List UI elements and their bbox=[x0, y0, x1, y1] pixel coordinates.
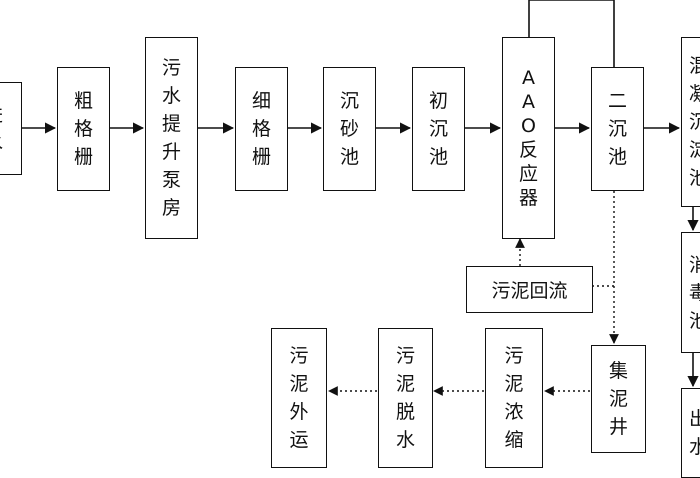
right-top-label: 混凝沉淀池 bbox=[688, 52, 700, 192]
aao-reactor-word: 反应器 bbox=[518, 139, 538, 209]
lift-pump-label: 污水提升泵房 bbox=[161, 57, 181, 219]
coarse-screen-box: 粗格栅 bbox=[57, 67, 110, 191]
coarse-screen-label: 粗格栅 bbox=[73, 90, 93, 168]
aao-reactor-box: AAO 反应器 bbox=[502, 37, 555, 239]
sludge-disposal-box: 污泥外运 bbox=[271, 328, 327, 468]
lift-pump-box: 污水提升泵房 bbox=[145, 37, 198, 239]
inlet-box: 进水 bbox=[0, 82, 22, 175]
secondary-clarifier-box: 二沉池 bbox=[591, 67, 644, 191]
fine-screen-box: 细格栅 bbox=[235, 67, 288, 191]
sludge-dewatering-box: 污泥脱水 bbox=[378, 328, 433, 468]
sludge-thickening-box: 污泥浓缩 bbox=[485, 328, 543, 468]
sludge-well-label: 集泥井 bbox=[608, 360, 628, 438]
fine-screen-label: 细格栅 bbox=[251, 90, 271, 168]
sludge-dewatering-label: 污泥脱水 bbox=[395, 345, 415, 451]
internal-recycle-line bbox=[528, 0, 615, 67]
aao-reactor-letters: AAO bbox=[521, 67, 536, 137]
sludge-return-label: 污泥回流 bbox=[491, 280, 568, 302]
grit-chamber-box: 沉砂池 bbox=[323, 67, 376, 191]
sludge-thickening-label: 污泥浓缩 bbox=[504, 345, 524, 451]
right-middle-label: 消毒池 bbox=[688, 251, 700, 335]
primary-clarifier-label: 初沉池 bbox=[428, 90, 448, 168]
outlet-label: 出水 bbox=[688, 405, 700, 461]
sludge-return-box: 污泥回流 bbox=[466, 266, 593, 313]
sludge-disposal-label: 污泥外运 bbox=[289, 345, 309, 451]
right-middle-box: 消毒池 bbox=[681, 232, 700, 353]
inlet-label: 进水 bbox=[0, 101, 4, 157]
outlet-box: 出水 bbox=[681, 388, 700, 478]
primary-clarifier-box: 初沉池 bbox=[412, 67, 465, 191]
secondary-clarifier-label: 二沉池 bbox=[607, 90, 627, 168]
sludge-well-box: 集泥井 bbox=[591, 345, 646, 453]
right-top-box: 混凝沉淀池 bbox=[681, 37, 700, 207]
grit-chamber-label: 沉砂池 bbox=[339, 90, 359, 168]
